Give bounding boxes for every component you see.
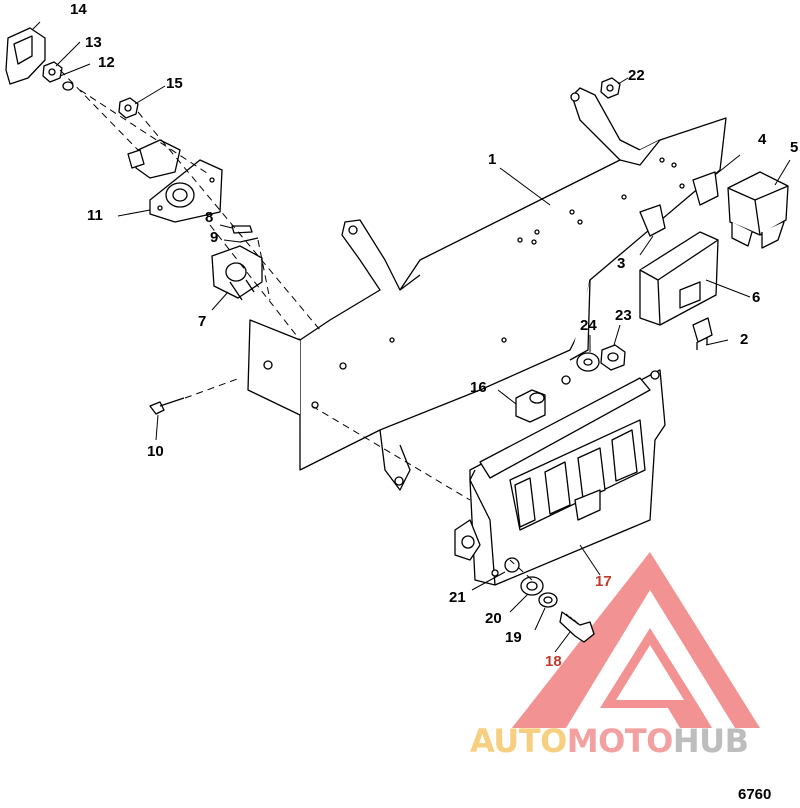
- callout-9: 9: [210, 229, 219, 246]
- ecm-module: [454, 369, 666, 586]
- fuse: [692, 317, 713, 350]
- callout-16: 16: [470, 379, 487, 396]
- switch: [211, 245, 263, 301]
- grommet: [515, 389, 546, 423]
- callout-8: 8: [205, 209, 214, 226]
- callout-11: 11: [87, 207, 103, 224]
- terminal-boot: [5, 27, 46, 85]
- fuse-clips: [639, 171, 719, 237]
- callout-2: 2: [740, 331, 749, 348]
- callout-23: 23: [615, 307, 632, 324]
- callout-12: 12: [98, 54, 115, 71]
- screw-10: [149, 397, 185, 415]
- watermark-auto: AUTO: [470, 722, 567, 760]
- callout-3: 3: [617, 255, 626, 272]
- callout-17: 17: [595, 573, 612, 590]
- callout-1: 1: [488, 151, 497, 168]
- callout-4: 4: [758, 131, 767, 148]
- fuse-box-cover: [639, 231, 719, 326]
- screw-spacer: [231, 225, 259, 243]
- watermark-hub: HUB: [672, 722, 749, 760]
- callout-10: 10: [147, 443, 164, 460]
- callout-13: 13: [85, 34, 102, 51]
- callout-18: 18: [545, 653, 562, 670]
- watermark-text: AUTOMOTOHUB: [470, 722, 749, 760]
- lower-fasteners: [504, 557, 595, 643]
- callout-20: 20: [485, 610, 502, 627]
- callout-22: 22: [628, 67, 645, 84]
- callout-15: 15: [166, 75, 183, 92]
- watermark-logo-icon: [512, 552, 760, 728]
- relay: [727, 171, 789, 249]
- callout-24: 24: [580, 317, 597, 334]
- callout-14: 14: [70, 1, 87, 18]
- leader-lines: [31, 21, 791, 653]
- assembly-lines: [59, 69, 533, 581]
- callout-7: 7: [198, 313, 207, 330]
- main-bracket: [247, 87, 727, 491]
- callout-19: 19: [505, 629, 522, 646]
- bracket-nut-washer: [576, 344, 626, 372]
- figure-number: 6760: [738, 786, 772, 803]
- small-nuts-washers: [42, 61, 139, 119]
- watermark-moto: MOTO: [566, 722, 674, 760]
- callout-6: 6: [752, 289, 761, 306]
- nut-22: [600, 77, 621, 99]
- callout-5: 5: [790, 139, 799, 156]
- callout-21: 21: [449, 589, 466, 606]
